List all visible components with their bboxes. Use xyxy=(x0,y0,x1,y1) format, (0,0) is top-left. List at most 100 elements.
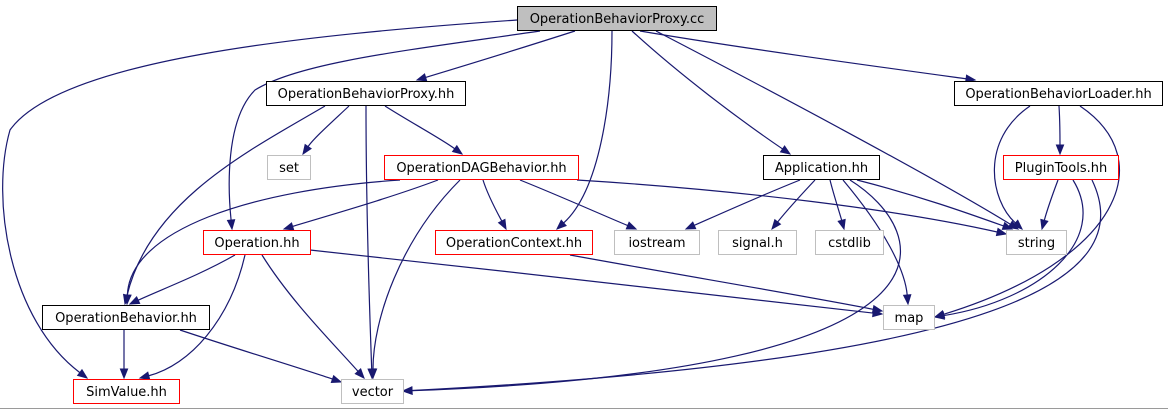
edge-line xyxy=(655,30,1011,225)
node-label: Operation.hh xyxy=(214,236,299,251)
edge-line xyxy=(148,254,246,377)
node-loader-hh[interactable]: OperationBehaviorLoader.hh xyxy=(954,81,1163,106)
node-box xyxy=(73,379,180,404)
node-map: map xyxy=(883,305,935,330)
arrow-head-icon xyxy=(1012,219,1023,230)
arrow-head-icon xyxy=(1001,221,1014,230)
node-box xyxy=(384,155,579,180)
arrow-head-icon xyxy=(625,221,638,230)
arrow-head-icon xyxy=(401,386,413,395)
edge-line xyxy=(519,179,628,227)
arrow-head-icon xyxy=(995,227,1008,237)
node-box xyxy=(341,379,404,404)
arrow-head-icon xyxy=(497,218,507,231)
node-label: signal.h xyxy=(732,236,783,251)
edge-line xyxy=(1058,105,1061,146)
node-proxy-hh[interactable]: OperationBehaviorProxy.hh xyxy=(266,81,466,106)
edge-proxy_cc-to-loader_hh xyxy=(639,30,977,84)
edge-behavior_hh-to-vector xyxy=(179,329,343,384)
node-box xyxy=(883,305,935,330)
node-box xyxy=(435,230,593,255)
edge-proxy_hh-to-vector xyxy=(365,105,377,380)
edge-dag_hh-to-behavior_hh xyxy=(123,179,401,306)
edge-loader_hh-to-string xyxy=(993,105,1031,230)
arrow-head-icon xyxy=(302,143,312,156)
edge-line xyxy=(943,105,1120,315)
edge-line xyxy=(126,105,326,296)
edge-line xyxy=(563,30,613,224)
edge-app_hh-to-signal_h xyxy=(771,179,816,231)
node-plugin-hh[interactable]: PluginTools.hh xyxy=(1003,155,1119,180)
arrow-head-icon xyxy=(76,368,89,379)
node-behavior-hh[interactable]: OperationBehavior.hh xyxy=(42,305,210,330)
edge-line xyxy=(777,179,816,223)
node-label: Application.hh xyxy=(775,161,868,176)
arrow-head-icon xyxy=(837,218,846,231)
node-app-hh[interactable]: Application.hh xyxy=(763,155,880,180)
node-box xyxy=(1006,230,1067,255)
node-label: vector xyxy=(352,385,394,400)
arrow-head-icon xyxy=(119,368,129,380)
edge-line xyxy=(482,179,503,222)
arrow-head-icon xyxy=(779,145,792,155)
edge-proxy_hh-to-behavior_hh xyxy=(123,105,326,306)
bottom-divider xyxy=(0,408,1168,409)
edge-dag_hh-to-iostream xyxy=(519,179,638,230)
edges-layer xyxy=(2,19,1120,395)
edge-line xyxy=(829,179,843,221)
edge-proxy_cc-to-operation_hh xyxy=(226,30,541,231)
node-box xyxy=(203,230,311,255)
node-dag-hh[interactable]: OperationDAGBehavior.hh xyxy=(384,155,579,180)
node-simvalue-hh[interactable]: SimValue.hh xyxy=(73,379,180,404)
node-operation-hh[interactable]: Operation.hh xyxy=(203,230,311,255)
arrow-head-icon xyxy=(1055,144,1065,156)
edge-plugin_hh-to-map xyxy=(933,179,1084,320)
node-label: set xyxy=(279,161,299,176)
arrow-head-icon xyxy=(415,73,428,82)
arrow-head-icon xyxy=(902,294,912,306)
edge-operation_hh-to-vector xyxy=(261,254,365,380)
node-cstdlib: cstdlib xyxy=(815,230,884,255)
nodes-layer: OperationBehaviorProxy.ccOperationBehavi… xyxy=(42,6,1163,404)
node-label: OperationBehaviorProxy.cc xyxy=(530,12,705,27)
edge-line xyxy=(993,105,1031,224)
edge-dag_hh-to-string xyxy=(576,179,1008,237)
arrow-head-icon xyxy=(128,296,141,305)
node-set: set xyxy=(267,155,311,180)
arrow-head-icon xyxy=(871,304,884,314)
node-box xyxy=(614,230,700,255)
edge-line xyxy=(179,329,333,380)
arrow-head-icon xyxy=(123,294,132,306)
arrow-head-icon xyxy=(330,374,343,384)
edge-proxy_cc-to-app_hh xyxy=(631,30,792,155)
node-label: OperationContext.hh xyxy=(446,236,582,251)
node-label: OperationBehaviorLoader.hh xyxy=(965,87,1151,102)
edge-line xyxy=(1043,179,1059,221)
edge-plugin_hh-to-vector xyxy=(401,179,1102,395)
edge-proxy_cc-to-proxy_hh xyxy=(415,30,576,82)
edge-line xyxy=(137,254,236,301)
edge-line xyxy=(631,30,783,150)
arrow-head-icon xyxy=(138,371,151,380)
node-proxy-cc[interactable]: OperationBehaviorProxy.cc xyxy=(517,6,717,31)
node-box xyxy=(42,305,210,330)
edge-proxy_hh-to-dag_hh xyxy=(384,105,464,155)
edge-app_hh-to-iostream xyxy=(684,179,801,230)
edge-plugin_hh-to-string xyxy=(1040,179,1059,231)
edge-line xyxy=(307,105,350,147)
edge-line xyxy=(639,30,967,80)
node-box xyxy=(266,81,466,106)
node-box xyxy=(718,230,797,255)
node-signal-h: signal.h xyxy=(718,230,797,255)
edge-app_hh-to-map xyxy=(842,179,912,306)
edge-operation_hh-to-behavior_hh xyxy=(128,254,236,305)
node-context-hh[interactable]: OperationContext.hh xyxy=(435,230,593,255)
node-label: OperationBehaviorProxy.hh xyxy=(278,87,455,102)
node-label: PluginTools.hh xyxy=(1015,161,1107,176)
edge-line xyxy=(261,254,359,372)
edge-dag_hh-to-operation_hh xyxy=(282,179,439,231)
edge-line xyxy=(228,30,541,221)
node-string: string xyxy=(1006,230,1067,255)
edge-dag_hh-to-vector xyxy=(368,179,461,380)
node-label: SimValue.hh xyxy=(86,385,167,400)
